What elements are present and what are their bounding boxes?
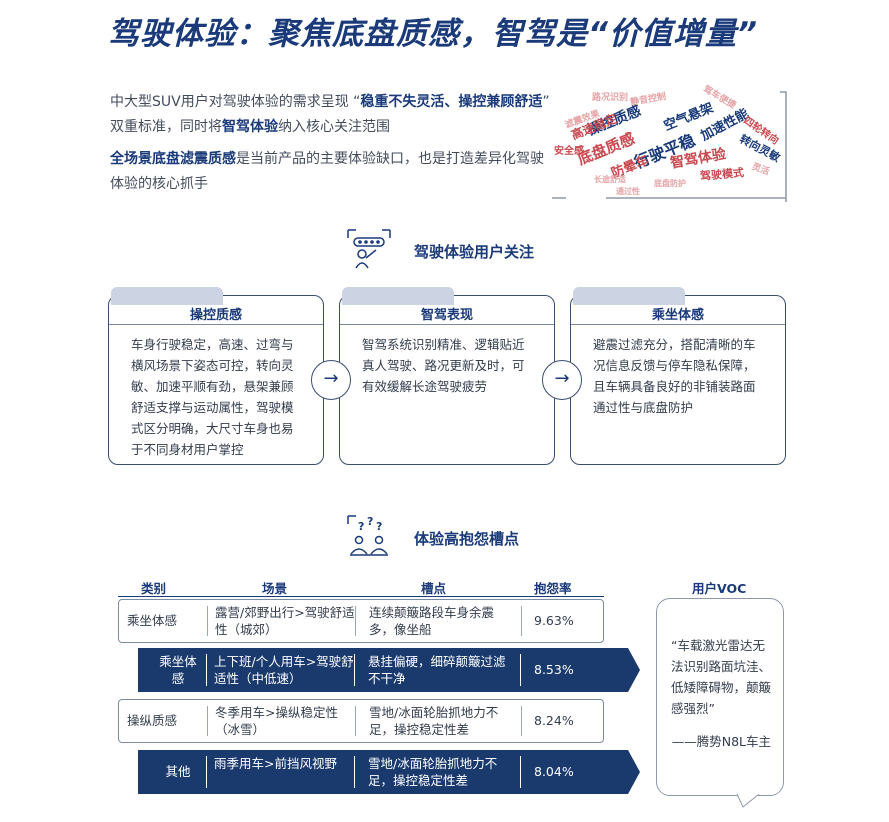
- voc-bubble: “车载激光雷达无法识别路面坑洼、低矮障碍物，颠簸感强烈” ——腾势N8L车主: [656, 598, 784, 808]
- word-cloud-word: 底盘防护: [654, 179, 686, 188]
- row-category: 其他: [165, 764, 191, 779]
- intro-paragraph-1: 中大型SUV用户对驾驶体验的需求呈现 “稳重不失灵活、操控兼顾舒适” 双重标准，…: [110, 90, 550, 140]
- table-row: 其他 雨季用车>前挡风视野 雪地/冰面轮胎抓地力不足，操控稳定性差 8.04%: [138, 750, 640, 794]
- row-category: 操纵质感: [127, 713, 178, 728]
- row-rate: 8.24%: [534, 713, 574, 728]
- row-category: 乘坐体感: [159, 654, 197, 686]
- people-question-icon: ? ? ?: [346, 514, 392, 564]
- header-divider: [118, 596, 604, 597]
- column-separator: [520, 654, 521, 686]
- word-cloud-word: 通过性: [616, 187, 640, 196]
- voc-heading: 用户VOC: [692, 581, 747, 596]
- intro-paragraph-2: 全场景底盘滤震质感是当前产品的主要体验缺口，也是打造差异化驾驶体验的核心抓手: [110, 147, 550, 197]
- voc-author: ——腾势N8L车主: [671, 734, 771, 749]
- svg-text:?: ?: [367, 515, 373, 528]
- row-chevron: [628, 750, 640, 794]
- intro-highlight: 操控兼顾舒适: [458, 94, 543, 110]
- row-scene: 雨季用车>前挡风视野: [214, 756, 337, 771]
- page-title: 驾驶体验：聚焦底盘质感，智驾是“价值增量”: [108, 16, 758, 52]
- intro-text: 纳入核心关注范围: [278, 119, 390, 135]
- card-tab: [111, 287, 223, 305]
- row-scene: 露营/郊野出行>驾驶舒适性（城郊）: [215, 605, 355, 637]
- column-separator: [355, 606, 356, 636]
- intro-text: 是当前产品的主要体验缺口，也是打造差异化驾驶体验的核心抓手: [110, 151, 544, 192]
- card-body: 智驾系统识别精准、逻辑贴近真人驾驶、路况更新及时，可有效缓解长途驾驶疲劳: [362, 337, 525, 394]
- card-divider: [340, 324, 554, 325]
- card-tab: [573, 287, 685, 305]
- column-separator: [354, 654, 355, 686]
- column-header-issue: 槽点: [421, 581, 447, 596]
- steering-icon: [346, 228, 392, 278]
- table-row: 乘坐体感 露营/郊野出行>驾驶舒适性（城郊） 连续颠簸路段车身余震多，像坐船 9…: [118, 599, 604, 643]
- column-separator: [520, 756, 521, 788]
- row-issue: 悬挂偏硬，细碎颠簸过滤不干净: [368, 654, 506, 686]
- row-issue: 雪地/冰面轮胎抓地力不足，操控稳定性差: [368, 756, 498, 788]
- row-chevron: [628, 648, 640, 692]
- intro-highlight: 稳重不失灵活: [360, 94, 445, 110]
- voc-quote: “车载激光雷达无法识别路面坑洼、低矮障碍物，颠簸感强烈”: [671, 638, 772, 716]
- card-divider: [571, 324, 785, 325]
- word-cloud: 操控质感行驶平稳空气悬架加速性能底盘质感智驾体验高速稳定防晕车转向灵敏驾驶模式安…: [552, 84, 788, 202]
- column-separator: [206, 756, 207, 788]
- card-tab: [342, 287, 454, 305]
- column-header-category: 类别: [141, 581, 167, 596]
- column-separator: [521, 606, 522, 636]
- speech-tail-icon: [737, 794, 759, 808]
- focus-card-ride: 乘坐体感 避震过滤充分，搭配清晰的车况信息反馈与停车隐私保障，且车辆具备良好的非…: [570, 287, 786, 465]
- row-rate: 9.63%: [534, 613, 574, 628]
- row-issue: 雪地/冰面轮胎抓地力不足，操控稳定性差: [369, 705, 499, 737]
- row-category: 乘坐体感: [127, 613, 178, 628]
- column-separator: [206, 654, 207, 686]
- focus-card-adas: 智驾表现 智驾系统识别精准、逻辑贴近真人驾驶、路况更新及时，可有效缓解长途驾驶疲…: [339, 287, 555, 465]
- complaints-heading: 体验高抱怨槽点: [414, 530, 520, 548]
- column-separator: [354, 756, 355, 788]
- column-header-scene: 场景: [262, 581, 288, 596]
- column-separator: [207, 606, 208, 636]
- card-title: 智驾表现: [420, 308, 473, 323]
- card-title: 操控质感: [189, 308, 242, 323]
- table-row: 乘坐体感 上下班/个人用车>驾驶舒适性（中低速） 悬挂偏硬，细碎颠簸过滤不干净 …: [138, 648, 640, 692]
- card-body: 车身行驶稳定，高速、过弯与横风场景下姿态可控，转向灵敏、加速平顺有劲，悬架兼顾舒…: [131, 337, 294, 457]
- card-body: 避震过滤充分，搭配清晰的车况信息反馈与停车隐私保障，且车辆具备良好的非铺装路面通…: [593, 337, 756, 415]
- word-cloud-word: 长途舒适: [594, 175, 626, 184]
- card-divider: [109, 324, 323, 325]
- row-issue: 连续颠簸路段车身余震多，像坐船: [369, 605, 495, 637]
- svg-text:?: ?: [376, 520, 382, 533]
- column-separator: [355, 706, 356, 736]
- column-header-rate: 抱怨率: [534, 581, 572, 596]
- intro-text: ” 双重标准，同时将: [110, 94, 550, 135]
- arrow-right-icon: →: [542, 360, 582, 400]
- row-scene: 冬季用车>操纵稳定性（冰雪）: [215, 705, 338, 737]
- column-separator: [207, 706, 208, 736]
- table-row: 操纵质感 冬季用车>操纵稳定性（冰雪） 雪地/冰面轮胎抓地力不足，操控稳定性差 …: [118, 699, 604, 743]
- focus-heading: 驾驶体验用户关注: [414, 243, 535, 261]
- intro-highlight: 全场景底盘滤震质感: [110, 151, 236, 167]
- svg-text:?: ?: [358, 520, 364, 533]
- arrow-right-icon: →: [311, 360, 351, 400]
- row-scene: 上下班/个人用车>驾驶舒适性（中低速）: [214, 654, 354, 686]
- focus-card-handling: 操控质感 车身行驶稳定，高速、过弯与横风场景下姿态可控，转向灵敏、加速平顺有劲，…: [108, 287, 324, 465]
- row-rate: 8.53%: [534, 662, 574, 677]
- column-separator: [521, 706, 522, 736]
- word-cloud-frame: [552, 91, 787, 202]
- word-cloud-word: 安全感: [554, 146, 584, 157]
- card-title: 乘坐体感: [651, 308, 704, 323]
- word-cloud-word: 路况识别: [592, 93, 629, 103]
- row-rate: 8.04%: [534, 764, 574, 779]
- intro-text: 中大型SUV用户对驾驶体验的需求呈现 “: [110, 94, 361, 110]
- intro-highlight: 、: [444, 94, 459, 110]
- intro-highlight: 智驾体验: [222, 119, 278, 135]
